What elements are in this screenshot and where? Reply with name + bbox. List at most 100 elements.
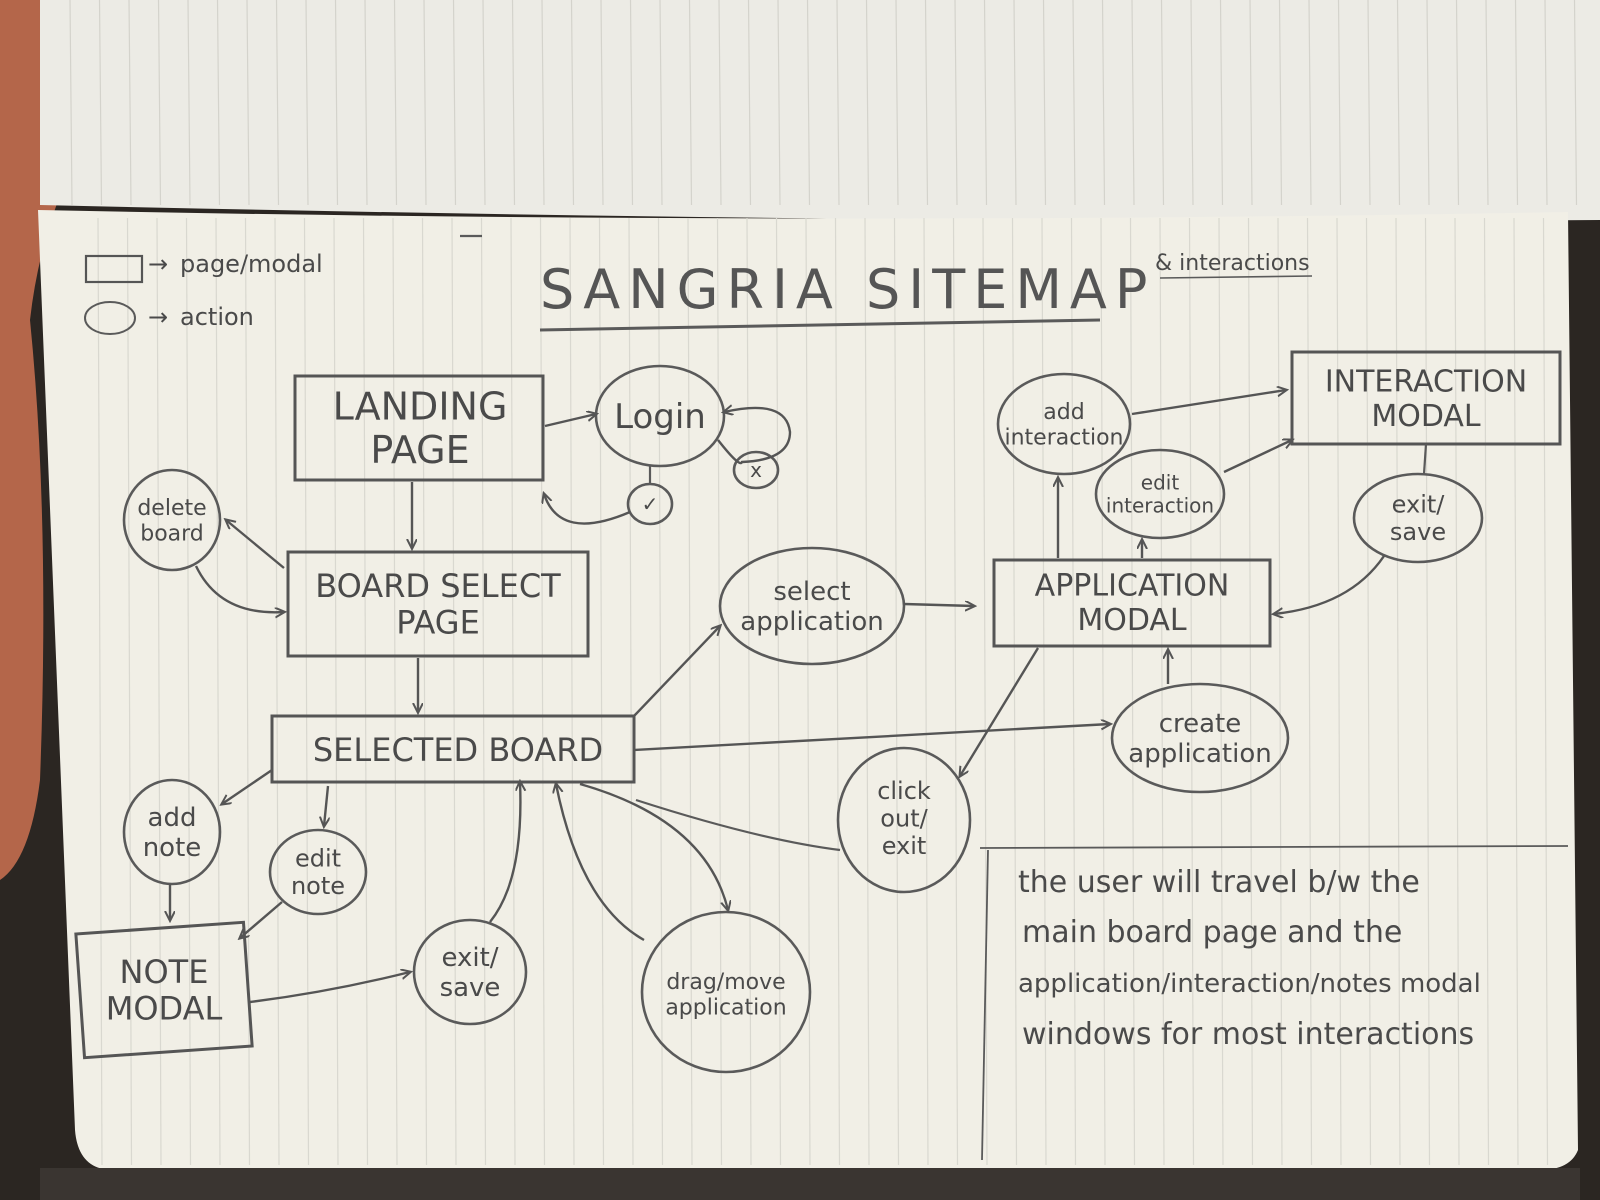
arrow-login-loop-fail xyxy=(717,408,792,465)
create-application-label-line-1: create xyxy=(1159,709,1242,739)
exit-save-note-label: exit/save xyxy=(440,943,501,1003)
delete-board-oval xyxy=(122,468,222,572)
arrow-note-modal-to-exit xyxy=(249,972,410,1004)
ruling-line xyxy=(775,217,782,1166)
ruling-line-top xyxy=(1485,0,1489,206)
ruling-line xyxy=(1483,217,1490,1166)
ruling-line-top xyxy=(895,0,899,206)
ruling-line xyxy=(628,217,634,1166)
ruling-line xyxy=(834,217,841,1166)
ruling-line-top xyxy=(69,0,73,206)
ruling-line xyxy=(893,217,900,1166)
interaction-modal-label-line-2: MODAL xyxy=(1371,399,1481,434)
add-interaction-label-line-2: interaction xyxy=(1005,425,1124,450)
ruling-line xyxy=(1188,217,1195,1166)
ruling-line-top xyxy=(1131,0,1135,206)
ruling-line xyxy=(1365,217,1372,1166)
ruling-line-top xyxy=(747,0,752,206)
arrow-edit-note-to-note-modal xyxy=(240,901,283,938)
ruling-line-top xyxy=(511,0,516,206)
ruling-line-top xyxy=(600,0,604,206)
ruling-line-top xyxy=(334,0,339,206)
ruling-line-top xyxy=(806,0,811,206)
add-interaction-label-line-1: add xyxy=(1043,400,1084,425)
finger xyxy=(0,0,86,880)
ruling-line-top xyxy=(1042,0,1047,206)
ruling-line xyxy=(274,217,280,1166)
ruling-line xyxy=(569,217,575,1166)
ruling-line-top xyxy=(157,0,162,206)
arrow-exit-interaction-to-app-modal xyxy=(1274,555,1385,614)
ruling-line-top xyxy=(1249,0,1253,206)
ruling-line xyxy=(1070,217,1077,1166)
ruling-line-top xyxy=(1426,0,1430,206)
ruling-line-top xyxy=(629,0,634,206)
add-note-oval xyxy=(122,778,222,886)
ruling-line xyxy=(1336,217,1342,1166)
board-select-page-box xyxy=(286,550,590,658)
exit-save-interaction-label-line-2: save xyxy=(1390,518,1446,546)
ruling-line xyxy=(1395,217,1401,1166)
drag-move-label-line-1: drag/move xyxy=(666,970,785,995)
arrow-app-modal-to-click-out xyxy=(960,647,1040,776)
note-modal-label-line-2: MODAL xyxy=(106,990,223,1028)
ruling-line-top xyxy=(688,0,693,206)
ruling-line xyxy=(1277,217,1283,1166)
ruling-line-top xyxy=(1013,0,1017,206)
ruling-line xyxy=(952,217,959,1166)
delete-board-label-line-2: board xyxy=(140,521,204,546)
click-out-exit-label-line-2: out/ xyxy=(880,804,928,832)
arrow-add-interaction-to-interaction-modal xyxy=(1131,390,1286,416)
exit-save-note-oval xyxy=(412,918,528,1026)
arrow-select-app-to-app-modal xyxy=(903,604,974,606)
edit-note-label-line-2: note xyxy=(291,872,345,900)
login-fail-label: x xyxy=(750,458,762,482)
note-line-3: application/interaction/notes modal xyxy=(1018,969,1481,999)
login-ok-label-line-1: ✓ xyxy=(642,492,659,516)
legend-action-arrow: → xyxy=(148,303,168,331)
ruling-line xyxy=(657,217,664,1166)
add-interaction-oval xyxy=(996,372,1132,476)
arrow-selected-to-add-note xyxy=(222,769,273,804)
ruling-line-top xyxy=(187,0,191,206)
create-application-label-line-2: application xyxy=(1128,739,1271,769)
drag-move-label-line-2: application xyxy=(665,995,786,1020)
ruling-line xyxy=(1454,217,1460,1166)
side-note-top-rule xyxy=(979,845,1569,849)
ruling-line xyxy=(716,217,723,1166)
login-fail-label-line-1: x xyxy=(750,458,762,482)
arrow-landing-to-login xyxy=(544,414,596,428)
ruling-line-top xyxy=(1544,0,1548,206)
ruling-line-top xyxy=(482,0,486,206)
side-note: the user will travel b/w the main board … xyxy=(979,845,1569,1161)
board-select-page-label-line-1: BOARD SELECT xyxy=(315,567,561,605)
ruling-line xyxy=(1424,217,1431,1166)
arrow-selected-to-drag xyxy=(579,782,728,910)
diagram-title: SANGRIA SITEMAP & interactions xyxy=(460,234,1313,332)
ruling-line xyxy=(982,217,988,1166)
edit-interaction-label-line-2: interaction xyxy=(1106,494,1214,518)
ruling-line-top xyxy=(1396,0,1401,206)
title-suffix: & interactions xyxy=(1155,251,1310,276)
legend-action-label: action xyxy=(180,303,254,331)
click-out-exit-label-line-1: click xyxy=(877,777,931,805)
ruling-line-top xyxy=(541,0,545,206)
select-application-label-line-1: select xyxy=(773,577,850,607)
note-line-4: windows for most interactions xyxy=(1022,1017,1474,1052)
click-out-exit-oval xyxy=(836,746,972,894)
ruling-line-top xyxy=(1514,0,1519,206)
ruling-line-top xyxy=(954,0,958,206)
ruling-line-top xyxy=(570,0,575,206)
title-underline xyxy=(1159,275,1313,279)
ruling-line-top xyxy=(452,0,457,206)
arrow-exit-to-selected xyxy=(489,782,520,923)
